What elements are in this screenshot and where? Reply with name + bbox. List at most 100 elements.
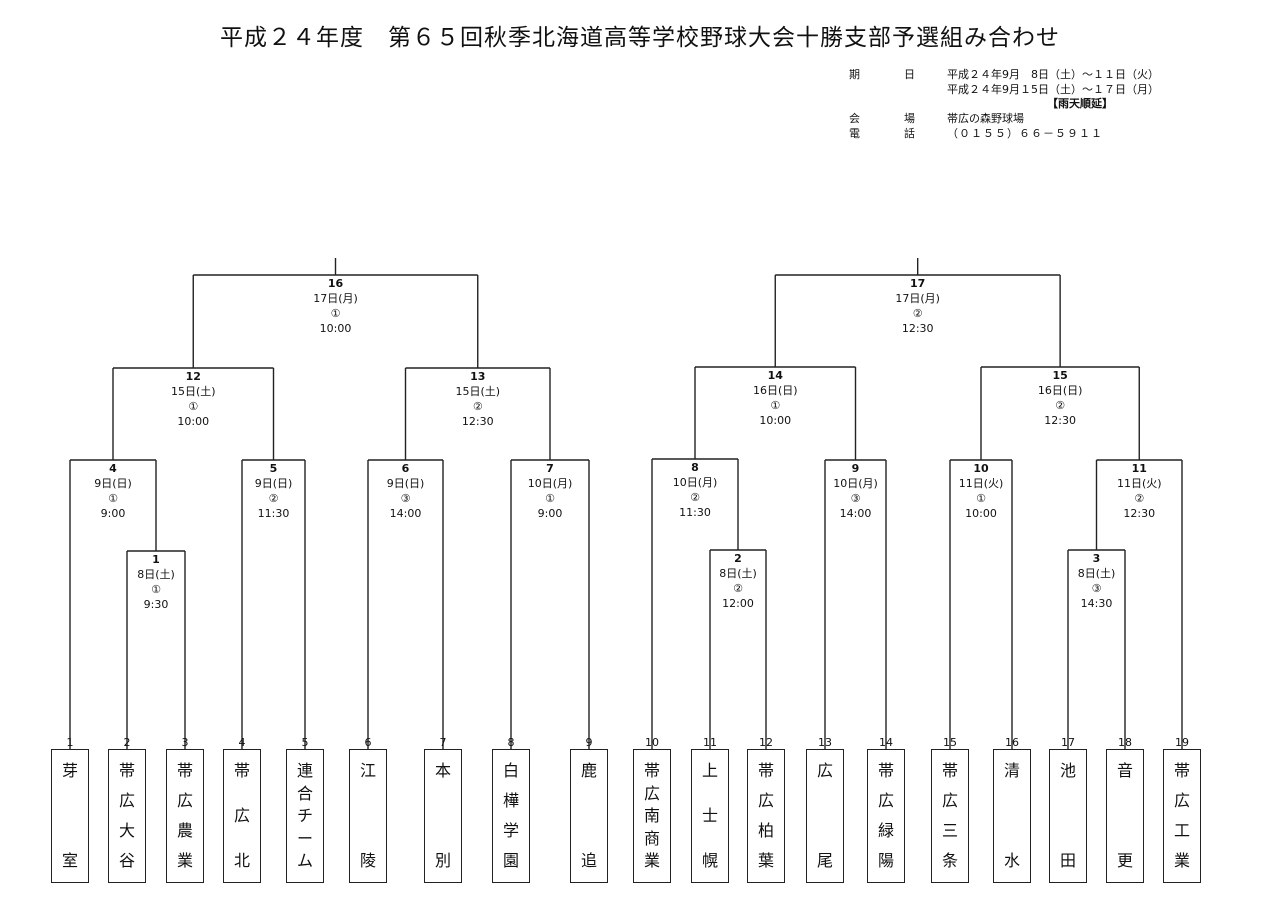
venue-value: 帯広の森野球場 [947,112,1024,125]
match-num: 9 [851,462,860,475]
team-box: 本別 [424,749,462,883]
match-game: ② [472,400,483,413]
team-box: 鹿追 [570,749,608,883]
match-time: 12:30 [1123,507,1156,520]
match-num: 8 [691,461,699,474]
team-seed: 2 [123,736,131,749]
match-game: ② [912,307,923,320]
match-time: 12:00 [722,597,754,610]
team-box: 白樺学園 [492,749,530,883]
match-date: 8日(土) [719,567,757,580]
match-game: ① [545,492,555,505]
match-date: 17日(月) [313,292,358,305]
team-name-char: 広 [1173,791,1190,810]
match-date: 16日(日) [752,384,798,397]
team-seed: 15 [943,736,957,749]
team-box: 帯広工業 [1163,749,1201,883]
page-title: 平成２４年度 第６５回秋季北海道高等学校野球大会十勝支部予選組み合わせ [220,25,1060,51]
team-name-char: 広 [816,761,833,780]
team-name-char: 広 [176,791,193,810]
team-name-char: 幌 [701,851,718,870]
match-game: ③ [400,492,411,505]
team-name-char: 広 [118,791,135,810]
match-label: 17 17日(月) ② 12:30 [878,276,958,336]
rain-note: 【雨天順延】 [1047,97,1113,110]
match-num: 12 [185,370,201,383]
match-time: 12:30 [901,322,934,335]
team-name-char: 農 [176,821,193,840]
team-seed: 4 [238,736,246,749]
team-seed: 7 [439,736,447,749]
match-game: ③ [850,492,861,505]
match-num: 5 [269,462,278,475]
team-name-char: 更 [1116,851,1133,870]
team-name-char: 学 [502,821,519,840]
team-name-char: 北 [233,851,250,870]
team-name-char: 帯 [1173,761,1190,780]
team-name-char: 池 [1059,761,1076,780]
team-name-char: 帯 [176,761,193,780]
team-name-char: 芽 [61,761,78,780]
team-seed: 9 [585,736,593,749]
match-date: 11日(火) [958,477,1004,490]
team-box: 江陵 [349,749,387,883]
team-seed: 8 [507,736,515,749]
venue-label: 会 場 [849,112,915,125]
match-game: ② [1055,399,1066,412]
match-num: 2 [734,552,742,565]
match-date: 17日(月) [895,292,940,305]
match-date: 8日(土) [137,568,175,581]
team-name-char: 江 [359,761,376,780]
match-num: 3 [1092,552,1101,565]
team-name-char: 尾 [816,851,833,870]
match-date: 10日(月) [833,477,878,490]
team-name-char: 広 [941,791,958,810]
team-name-char: 士 [701,806,718,825]
team-name-char: 業 [176,851,193,870]
team-name-char: 緑 [877,821,894,840]
period-line-2: 平成２４年9月１5日（土）～１７日（月） [947,83,1159,96]
match-game: ① [151,583,161,596]
match-time: 12:30 [1044,414,1076,427]
team-box: 帯広南商業 [633,749,671,883]
period-line-1: 平成２４年9月 8日（土）～１１日（火） [947,68,1159,81]
team-box: 帯広北 [223,749,261,883]
team-box: 連合チーム [286,749,324,883]
match-time: 9:00 [537,507,563,520]
match-num: 17 [910,277,926,290]
team-seed: 19 [1175,736,1189,749]
team-name-char: 合 [296,783,313,803]
team-seed: 14 [879,736,893,749]
team-seed: 11 [703,736,717,749]
team-name-char: 帯 [757,761,774,780]
team-name-char: 樺 [502,791,519,810]
team-seed: 18 [1118,736,1132,749]
team-name-char: チ [296,806,313,825]
team-name-char: 鹿 [580,761,597,780]
match-game: ① [188,400,199,413]
team-box: 上士幌 [691,749,729,883]
match-date: 10日(月) [527,477,573,490]
match-num: 16 [327,277,344,290]
team-name-char: 追 [580,851,597,870]
match-date: 11日(火) [1116,477,1162,490]
match-date: 9日(日) [254,477,293,490]
team-seed: 12 [759,736,773,749]
team-name-char: 柏 [757,821,774,840]
team-name-char: 大 [118,821,135,840]
match-time: 11:30 [679,506,711,519]
match-date: 15日(土) [170,385,216,398]
match-game: ① [770,399,781,412]
match-time: 12:30 [461,415,494,428]
match-time: 10:00 [759,414,792,427]
